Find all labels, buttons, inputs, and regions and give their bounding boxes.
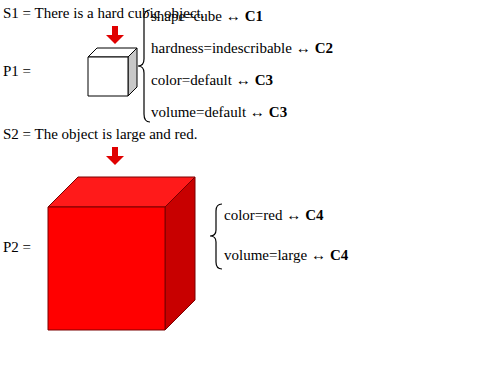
concept-label: C3 [255,73,273,88]
down-arrow [106,26,124,44]
attribute-text: color=default ↔ [151,73,251,88]
attribute-text: volume=large ↔ [224,248,326,263]
attribute-text: shape=cube ↔ [151,9,241,24]
attribute-text: volume=default ↔ [151,105,265,120]
curly-brace [138,10,150,122]
concept-label: C3 [269,105,287,120]
attribute-text: color=red ↔ [224,208,301,223]
concept-label: C2 [315,41,333,56]
sentence: S2 = The object is large and red. [3,127,198,142]
concept-label: C1 [245,9,263,24]
concept-label: C4 [330,248,348,263]
white-cube [88,48,137,96]
proposition-label: P1 = [3,64,31,79]
proposition-label: P2 = [3,240,31,255]
down-arrow [106,147,124,165]
red-cube [48,177,195,330]
attribute-text: hardness=indescribable ↔ [151,41,311,56]
curly-brace [210,204,222,269]
concept-label: C4 [305,208,323,223]
